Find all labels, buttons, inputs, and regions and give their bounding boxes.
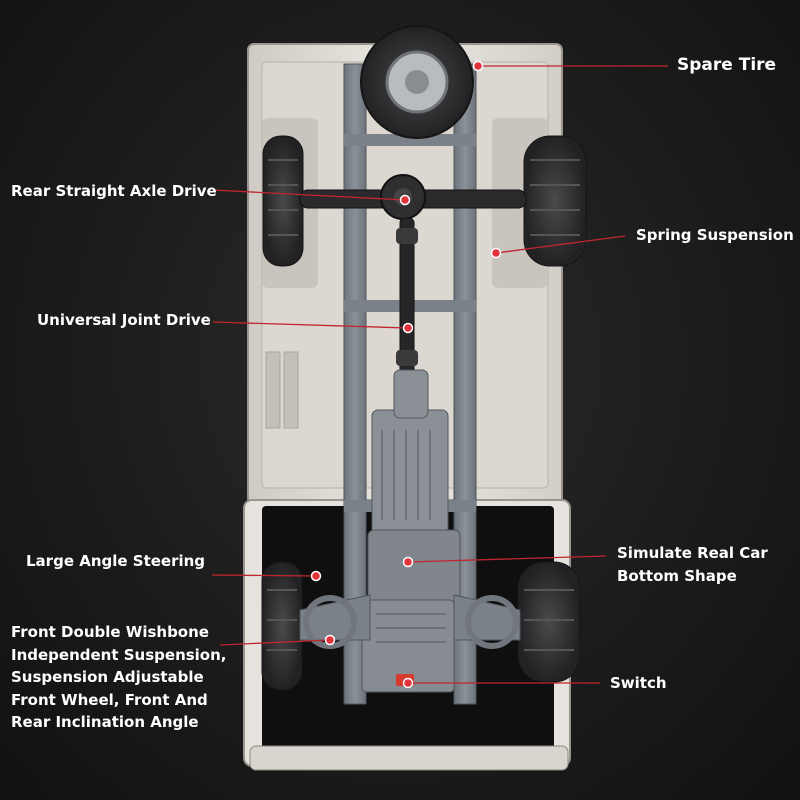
rear-wheels <box>262 135 587 267</box>
label-front-suspension-line: Suspension Adjustable <box>11 668 204 686</box>
label-universal-joint: Universal Joint Drive <box>37 311 211 329</box>
label-bottom-shape-line: Bottom Shape <box>617 566 737 585</box>
drive-shaft <box>396 217 418 379</box>
label-front-suspension-line: Rear Inclination Angle <box>11 713 199 731</box>
label-switch: Switch <box>610 674 667 692</box>
front-wheels <box>261 561 581 691</box>
dot-rear-axle <box>399 194 411 206</box>
label-rear-axle: Rear Straight Axle Drive <box>11 182 217 200</box>
dot-spring-suspension <box>490 247 502 259</box>
leader-lines <box>211 65 668 684</box>
label-large-angle-steering: Large Angle Steering <box>26 552 206 570</box>
label-spare-tire: Spare Tire <box>677 55 777 75</box>
dot-front-suspension <box>324 634 336 646</box>
label-front-suspension-line: Independent Suspension, <box>11 645 227 664</box>
front-suspension <box>299 594 521 649</box>
label-spring-suspension: Spring Suspension <box>636 226 794 244</box>
dot-spare-tire <box>472 60 484 72</box>
dot-large-angle-steering <box>310 570 322 582</box>
dot-bottom-shape <box>402 556 414 568</box>
label-front-suspension: Front Double Wishbone Independent Suspen… <box>11 621 227 734</box>
motor-gearbox <box>361 369 461 693</box>
spare-tire <box>360 25 474 139</box>
label-bottom-shape-line: Simulate Real Car <box>617 544 768 562</box>
label-front-suspension-line: Front Double Wishbone <box>11 623 209 641</box>
callout-dots <box>310 60 502 689</box>
label-front-suspension-line: Front Wheel, Front And <box>11 690 208 709</box>
dot-universal-joint <box>402 322 414 334</box>
label-bottom-shape: Simulate Real Car Bottom Shape <box>617 542 768 587</box>
dot-switch <box>402 677 414 689</box>
